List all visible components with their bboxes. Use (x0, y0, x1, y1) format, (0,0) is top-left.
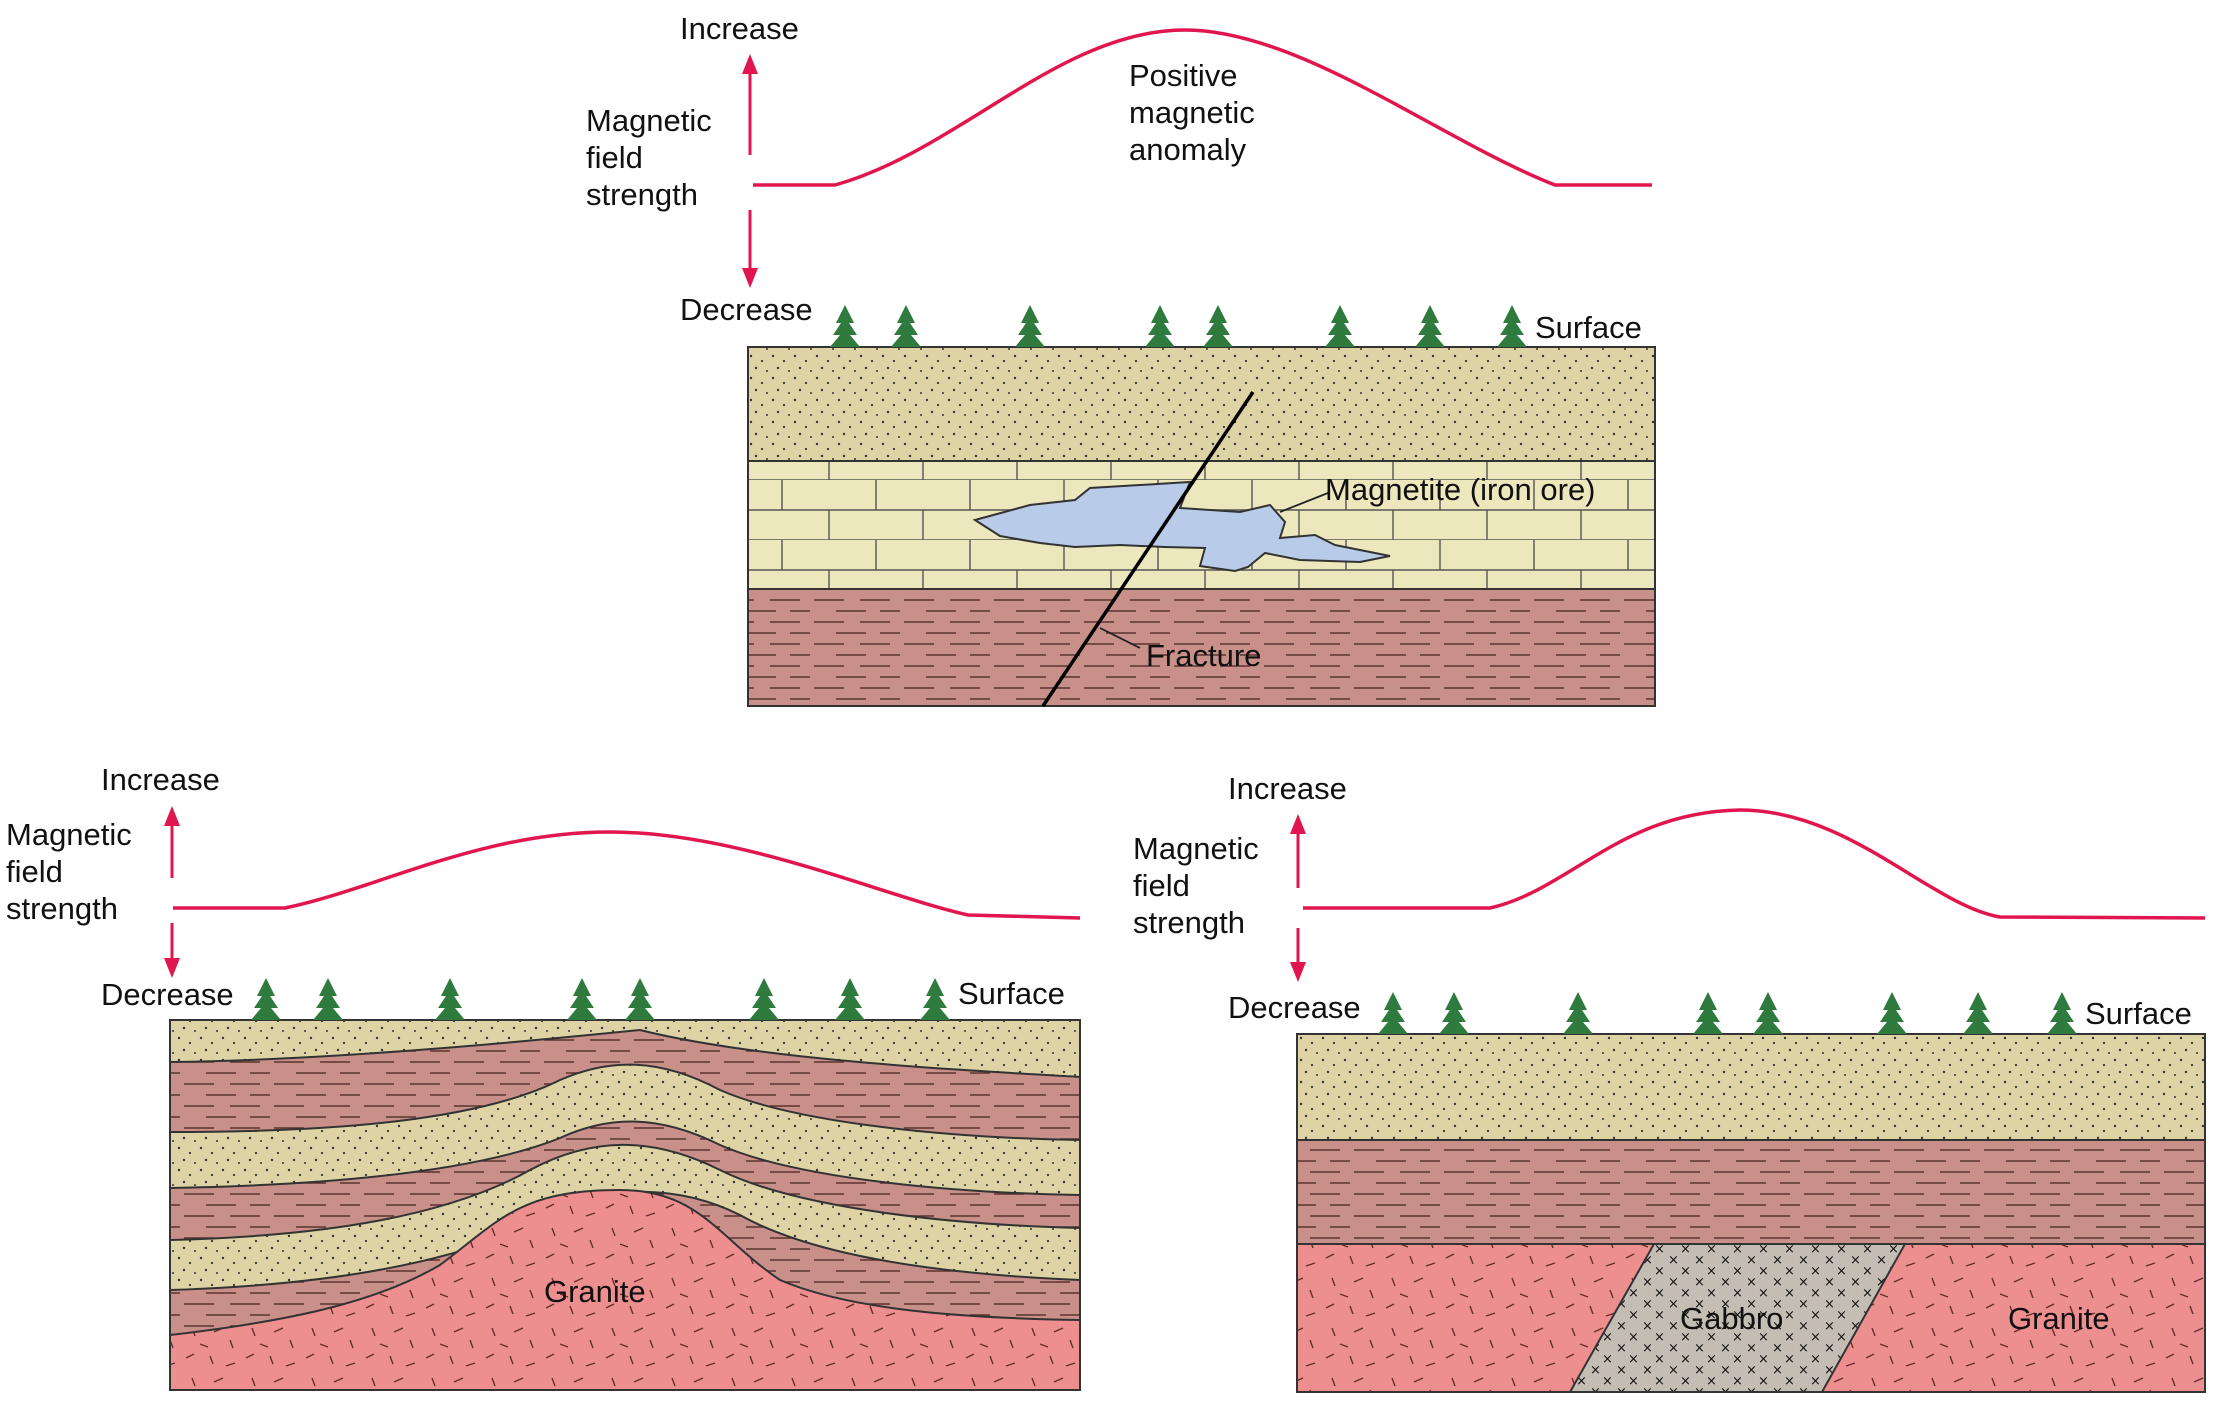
top-anomaly-curve (753, 28, 1652, 187)
left-granite-body (169, 1188, 1081, 1391)
magnetite-leader (1279, 492, 1329, 513)
left-axis-label-line2: field (6, 854, 63, 889)
top-shale-layer (747, 588, 1656, 707)
magnetite-label: Magnetite (iron ore) (1325, 472, 1596, 507)
top-panel: Increase Decrease Magnetic field strengt… (586, 11, 1656, 707)
right-axis-label-line1: Magnetic (1133, 831, 1259, 866)
left-axis-label-line1: Magnetic (6, 817, 132, 852)
right-block-outline (1296, 1033, 2206, 1393)
right-shale-layer (1296, 1139, 2206, 1245)
right-increase-arrow (1290, 814, 1306, 888)
left-sandstone-1 (169, 1019, 1081, 1079)
right-granite-label: Granite (2008, 1301, 2110, 1336)
right-surface-label: Surface (2085, 996, 2192, 1031)
top-axis-label-line3: strength (586, 177, 698, 212)
right-sandstone-layer (1296, 1033, 2206, 1141)
right-trees (1378, 992, 2077, 1034)
left-decrease-label: Decrease (101, 977, 234, 1012)
right-anomaly-curve (1303, 808, 2206, 920)
left-axis-label-line3: strength (6, 891, 118, 926)
left-decrease-arrow (164, 923, 180, 978)
fracture-leader (1099, 627, 1141, 649)
right-panel: Increase Decrease Magnetic field strengt… (1133, 771, 2206, 1393)
top-increase-label: Increase (680, 11, 799, 46)
left-increase-label: Increase (101, 762, 220, 797)
left-increase-arrow (164, 806, 180, 878)
gabbro-label: Gabbro (1680, 1301, 1783, 1336)
top-decrease-label: Decrease (680, 292, 813, 327)
right-decrease-label: Decrease (1228, 990, 1361, 1025)
left-anomaly-curve (173, 830, 1081, 920)
top-trees (830, 305, 1527, 347)
fracture-label: Fracture (1146, 638, 1261, 673)
left-granite-label: Granite (544, 1274, 646, 1309)
fracture-line (1041, 391, 1255, 707)
right-decrease-arrow (1290, 928, 1306, 982)
left-panel: Increase Decrease Magnetic field strengt… (6, 762, 1081, 1391)
left-surface-label: Surface (958, 976, 1065, 1011)
anomaly-label-line2: magnetic (1129, 95, 1255, 130)
top-surface-label: Surface (1535, 310, 1642, 345)
right-axis-label-line3: strength (1133, 905, 1245, 940)
left-trees (251, 978, 950, 1020)
left-block-outline (169, 1019, 1081, 1391)
top-decrease-arrow (742, 210, 758, 288)
top-axis-label-line2: field (586, 140, 643, 175)
anomaly-label-line3: anomaly (1129, 132, 1247, 167)
top-sandstone-layer (747, 346, 1656, 462)
right-increase-label: Increase (1228, 771, 1347, 806)
right-axis-label-line2: field (1133, 868, 1190, 903)
top-axis-label-line1: Magnetic (586, 103, 712, 138)
anomaly-label-line1: Positive (1129, 58, 1238, 93)
top-increase-arrow (742, 54, 758, 155)
